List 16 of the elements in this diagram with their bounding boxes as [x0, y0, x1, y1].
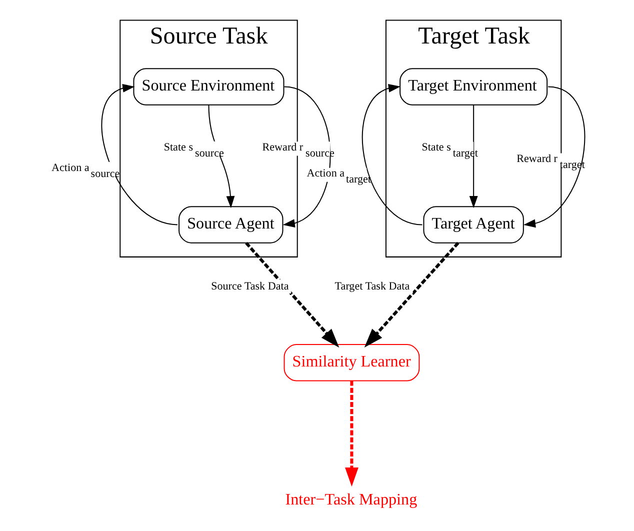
arrow	[522, 86, 585, 228]
arrow	[364, 242, 459, 348]
arrow	[344, 380, 358, 487]
node-box: Target Environment	[399, 68, 548, 106]
edge-label: Target Task Data	[334, 280, 410, 292]
arrow	[244, 242, 339, 348]
edge-label: Source Task Data	[210, 280, 288, 292]
arrow	[468, 104, 478, 208]
node-text: Inter−Task Mapping	[284, 491, 417, 508]
arrow	[362, 84, 422, 226]
arrow	[282, 86, 330, 228]
node-box: Source Agent	[178, 206, 283, 244]
node-box: Source Environment	[132, 68, 284, 106]
node-box: Similarity Learner	[283, 344, 420, 382]
node-box: Target Agent	[422, 206, 524, 244]
arrow	[100, 84, 178, 226]
